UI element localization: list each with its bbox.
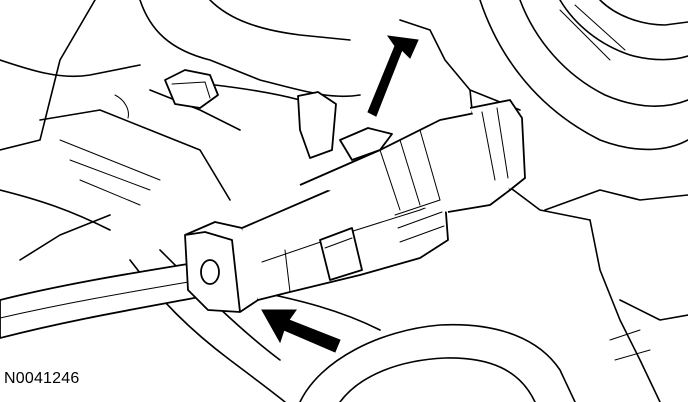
arrow-lower <box>261 309 341 353</box>
arrow-upper <box>367 35 419 117</box>
wiring-harness <box>0 261 206 339</box>
electrical-connector <box>184 99 526 313</box>
figure-reference-number: N0041246 <box>4 370 80 387</box>
